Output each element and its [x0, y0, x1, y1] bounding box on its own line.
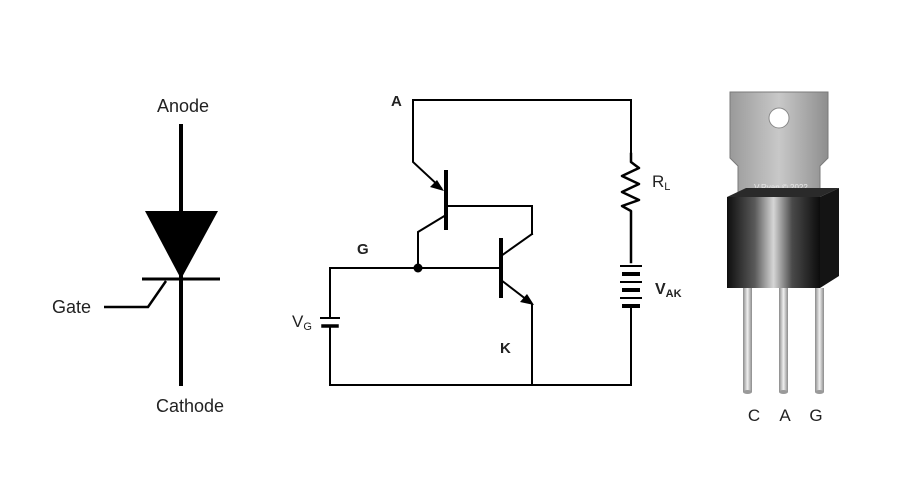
- npn-transistor: [499, 232, 534, 386]
- pnp-transistor: [412, 99, 533, 269]
- rl-label: RL: [652, 172, 670, 193]
- pin-a-label: A: [779, 406, 791, 425]
- metal-tab: [729, 91, 829, 193]
- pin-c-label: C: [748, 406, 760, 425]
- thyristor-symbol: Anode Gate Cathode: [52, 96, 224, 416]
- body-top-face: [727, 188, 839, 197]
- cathode-label: Cathode: [156, 396, 224, 416]
- body-front-face: [727, 197, 820, 288]
- node-a-label: A: [391, 93, 402, 110]
- equivalent-circuit: A G K VG RL VAK: [292, 93, 682, 386]
- gate-lead: [104, 280, 168, 309]
- pin-g: [815, 288, 824, 392]
- body-side-face: [820, 188, 839, 288]
- thyristor-package: V.Ryan © 2022 C A G: [727, 91, 839, 425]
- node-k-label: K: [500, 340, 511, 357]
- pin-c: [743, 288, 752, 392]
- diode-triangle: [145, 211, 218, 279]
- pin-g-label: G: [809, 406, 822, 425]
- vg-label: VG: [292, 312, 312, 333]
- mounting-hole: [768, 107, 790, 129]
- gate-junction-dot: [413, 263, 423, 273]
- vak-label: VAK: [655, 281, 682, 300]
- gate-label: Gate: [52, 297, 91, 317]
- top-wire: [412, 99, 632, 155]
- npn-arrow-icon: [520, 294, 534, 305]
- pnp-arrow-icon: [430, 180, 444, 191]
- load-resistor: [620, 152, 641, 264]
- credit-text: V.Ryan © 2022: [754, 183, 808, 192]
- pin-a: [779, 288, 788, 392]
- anode-label: Anode: [157, 96, 209, 116]
- node-g-label: G: [357, 241, 369, 258]
- vak-battery: [620, 265, 642, 308]
